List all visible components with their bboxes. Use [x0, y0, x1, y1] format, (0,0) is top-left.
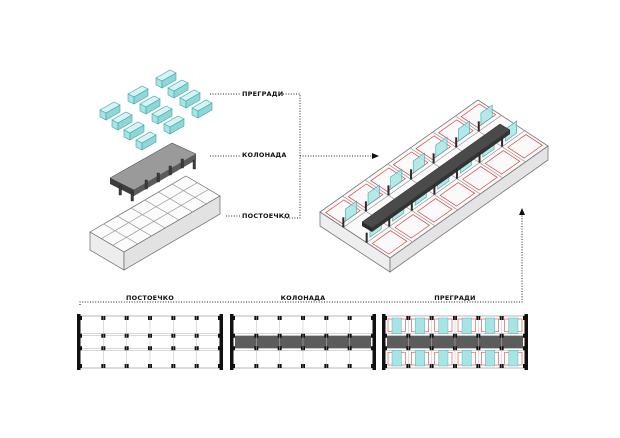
plan-title-partitions: ПРЕГРАДИ	[434, 294, 475, 302]
axo-glass-partition	[458, 120, 470, 142]
plan-column	[383, 364, 387, 368]
plan-column	[218, 364, 222, 368]
plan-column	[523, 346, 527, 351]
plan-end-wall	[372, 314, 376, 370]
plan-column	[371, 316, 375, 320]
plan-column	[383, 333, 387, 338]
glass-box	[129, 124, 145, 141]
plan-end-wall	[524, 314, 528, 370]
label-existing: ПОСТОЕЧКО	[242, 212, 290, 220]
glass-box	[197, 102, 213, 119]
plan-existing	[77, 314, 223, 370]
plan-glass	[508, 317, 519, 334]
plan-column	[218, 333, 222, 338]
plan-glass	[438, 350, 449, 367]
plan-glass	[508, 350, 519, 367]
axo-glass-partition	[390, 168, 403, 190]
glass-partition-boxes	[99, 69, 213, 151]
plan-column	[231, 316, 235, 320]
axo-glass-partition	[345, 200, 358, 222]
glass-box	[185, 92, 201, 109]
glass-box	[133, 88, 149, 105]
glass-box	[157, 108, 173, 125]
plan-end-wall	[77, 314, 81, 370]
plan-column	[371, 364, 375, 368]
glass-box	[161, 72, 177, 89]
plan-title-existing: ПОСТОЕЧКО	[126, 294, 174, 302]
plan-column	[523, 333, 527, 338]
glass-box	[141, 134, 157, 151]
plan-column	[78, 346, 82, 351]
plan-end-wall	[219, 314, 223, 370]
axo-glass-partition	[435, 136, 448, 158]
label-colonnade: КОЛОНАДА	[242, 151, 287, 159]
colonnade-beam	[109, 142, 197, 202]
arrow-up-icon	[519, 208, 525, 215]
plan-column	[371, 346, 375, 351]
axo-glass-partition	[412, 152, 425, 174]
glass-box	[173, 82, 189, 99]
plan-column	[78, 333, 82, 338]
plan-column	[78, 364, 82, 368]
plan-glass	[415, 350, 425, 367]
plan-column	[383, 316, 387, 320]
plan-glass	[485, 350, 495, 367]
arrow-right-icon	[372, 153, 379, 159]
glass-box	[169, 118, 185, 135]
plan-glass	[391, 317, 402, 334]
plan-column	[383, 346, 387, 351]
plan-column	[523, 364, 527, 368]
plan-column	[78, 316, 82, 320]
plan-title-colonnade: КОЛОНАДА	[281, 294, 326, 302]
glass-box	[145, 98, 161, 115]
plan-column	[371, 333, 375, 338]
axo-glass-partition	[367, 184, 380, 206]
plan-glass	[391, 350, 402, 367]
legend-labels: ПРЕГРАДИ КОЛОНАДА ПОСТОЕЧКО	[210, 90, 379, 220]
plan-column	[523, 316, 527, 320]
plan-end-wall	[382, 314, 386, 370]
plan-colonnade	[230, 314, 376, 370]
plan-column	[231, 333, 235, 338]
axo-glass-partition	[480, 104, 493, 126]
plan-column	[218, 346, 222, 351]
glass-box	[105, 104, 121, 121]
assembled-axonometric	[319, 99, 549, 273]
bottom-connector	[79, 208, 525, 305]
plan-end-wall	[230, 314, 234, 370]
plan-glass	[438, 317, 449, 334]
plan-glass	[485, 317, 495, 334]
plan-column	[231, 364, 235, 368]
glass-box	[117, 114, 133, 131]
plan-glass	[461, 317, 472, 334]
plan-column	[218, 316, 222, 320]
plan-column	[231, 346, 235, 351]
label-partitions: ПРЕГРАДИ	[242, 90, 283, 98]
plan-titles: ПОСТОЕЧКО КОЛОНАДА ПРЕГРАДИ	[126, 294, 476, 302]
plan-glass	[415, 317, 425, 334]
plan-partitions	[382, 314, 528, 370]
plan-glass	[461, 350, 472, 367]
existing-structure-block	[89, 175, 221, 271]
